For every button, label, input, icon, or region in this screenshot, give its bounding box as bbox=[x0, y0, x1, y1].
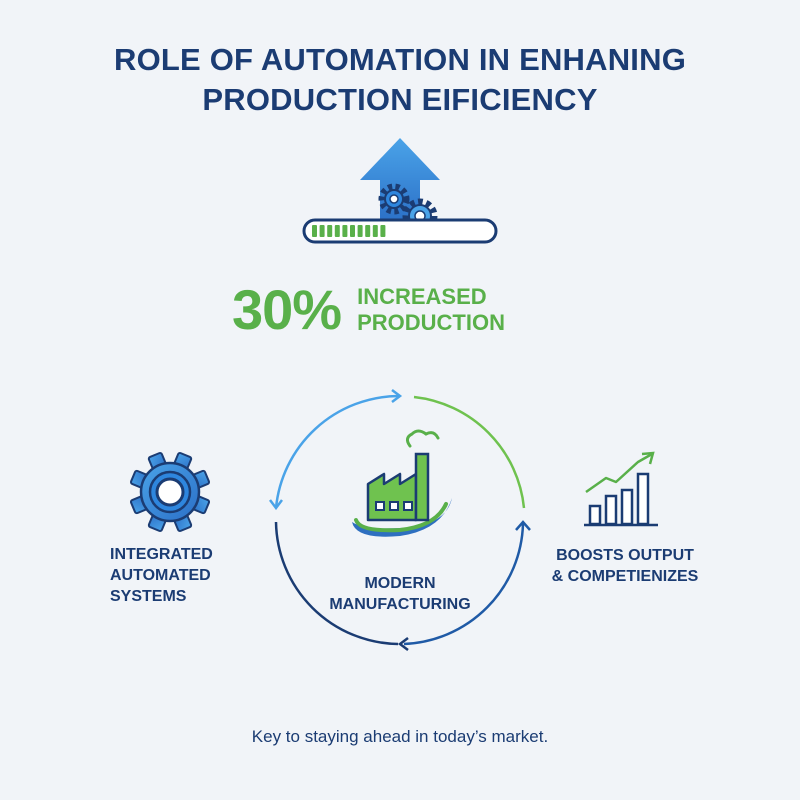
arrow-down-icon bbox=[269, 499, 283, 511]
center-label-line-1: MODERN bbox=[364, 575, 436, 592]
left-label-line-1: INTEGRATED bbox=[110, 546, 213, 563]
progress-segment bbox=[342, 225, 348, 237]
progress-segment bbox=[365, 225, 371, 237]
progress-segment bbox=[327, 225, 333, 237]
center-label-line-2: MANUFACTURING bbox=[329, 596, 471, 613]
progress-segment bbox=[334, 225, 340, 237]
progress-segment bbox=[357, 225, 363, 237]
progress-bar bbox=[302, 218, 498, 244]
stat-label: INCREASED PRODUCTION bbox=[357, 284, 505, 336]
cycle-arc-bottom-left bbox=[274, 521, 399, 646]
footer-tagline: Key to staying ahead in today’s market. bbox=[251, 727, 549, 746]
title-line-2: PRODUCTION EIFICIENCY bbox=[202, 82, 598, 117]
progress-track bbox=[302, 218, 498, 244]
factory-icon bbox=[352, 429, 452, 537]
progress-segment bbox=[350, 225, 355, 237]
efficiency-hero-graphic bbox=[302, 138, 498, 244]
left-label-line-3: SYSTEMS bbox=[110, 588, 187, 605]
stat-value: 30% bbox=[232, 278, 342, 341]
progress-segment bbox=[372, 225, 378, 237]
gear-icon bbox=[129, 451, 211, 533]
stat-label-line-1: INCREASED bbox=[357, 284, 487, 309]
progress-segment bbox=[380, 225, 386, 237]
right-item-label: BOOSTS OUTPUT & COMPETIENIZES bbox=[540, 545, 710, 587]
cycle-arc-bottom-right bbox=[403, 523, 525, 646]
left-item-label: INTEGRATED AUTOMATED SYSTEMS bbox=[110, 544, 230, 607]
right-label-line-2: & COMPETIENIZES bbox=[551, 568, 699, 585]
bar-chart-icon bbox=[584, 451, 658, 527]
title-line-1: ROLE OF AUTOMATION IN ENHANING bbox=[113, 42, 687, 77]
arrow-left-icon bbox=[397, 637, 409, 651]
progress-segment bbox=[319, 225, 325, 237]
right-label-line-1: BOOSTS OUTPUT bbox=[556, 547, 694, 564]
arrow-up-icon bbox=[515, 520, 531, 531]
stat-label-line-2: PRODUCTION bbox=[357, 310, 505, 335]
cycle-center-label: MODERN MANUFACTURING bbox=[300, 573, 500, 615]
cycle-arc-top-right bbox=[413, 395, 526, 509]
cycle-diagram bbox=[269, 389, 531, 651]
trend-arrow-head bbox=[641, 451, 655, 465]
left-label-line-2: AUTOMATED bbox=[110, 567, 211, 584]
progress-segment bbox=[312, 225, 317, 237]
cycle-arc-top-left bbox=[274, 394, 399, 509]
stat-block: 30% INCREASED PRODUCTION bbox=[232, 280, 505, 340]
trend-line bbox=[585, 452, 653, 494]
arrow-right-icon bbox=[391, 389, 403, 403]
progress-fill bbox=[312, 225, 386, 237]
page-title: ROLE OF AUTOMATION IN ENHANING PRODUCTIO… bbox=[0, 40, 800, 120]
